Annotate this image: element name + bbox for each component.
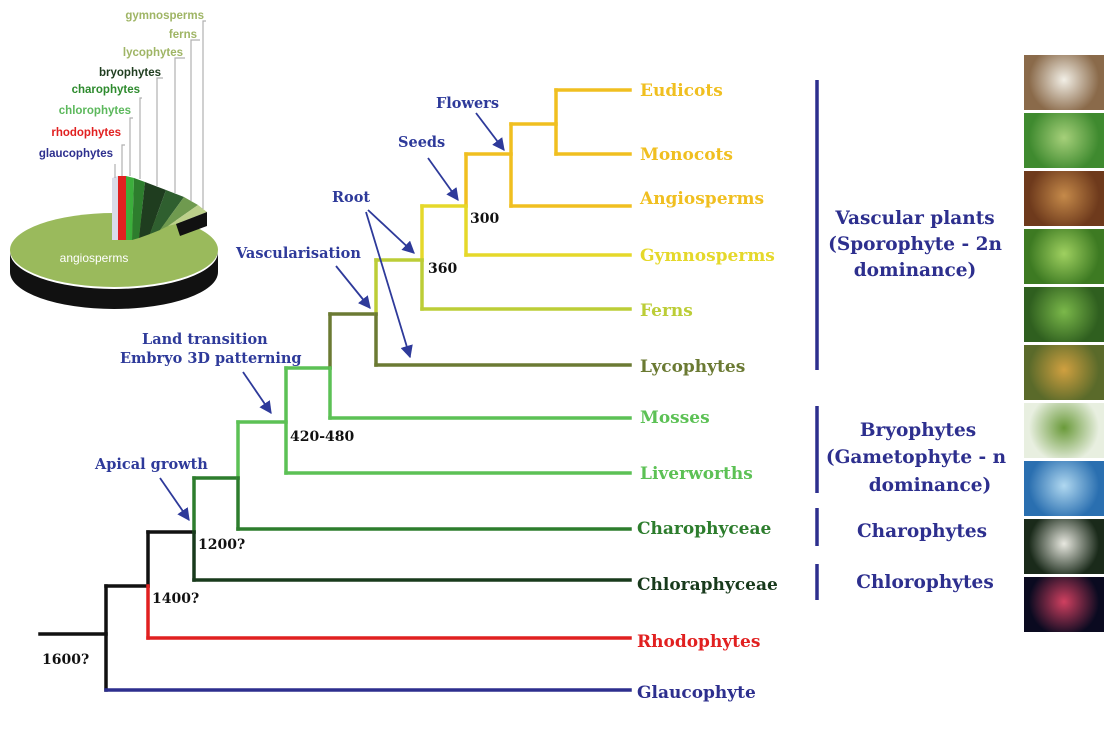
annotation-vascularisation: Vascularisation	[235, 245, 361, 262]
pie-slice-glaucophytes	[112, 176, 118, 240]
age-1200: 1200?	[198, 537, 245, 553]
rhodophyte-cell-photo	[1024, 519, 1104, 574]
pie-label-ferns: ferns	[169, 29, 197, 41]
pie-label-lycophytes: lycophytes	[123, 47, 183, 59]
lycophyte-moss-photo	[1024, 287, 1104, 342]
taxon-chloraphyceae: Chloraphyceae	[637, 575, 778, 595]
taxon-eudicots: Eudicots	[640, 81, 723, 101]
taxon-ferns: Ferns	[640, 301, 693, 321]
annotation-arrows	[160, 113, 504, 520]
group-vascular-line3: dominance)	[854, 260, 977, 281]
group-charophytes: Charophytes	[857, 521, 987, 542]
group-vascular-line2: (Sporophyte - 2n	[828, 234, 1002, 255]
pie-chart: angiosperms gymnosperms ferns lycophyt	[10, 10, 218, 309]
pie-label-charophytes: charophytes	[72, 84, 140, 96]
chlorophyte-cells-photo	[1024, 461, 1104, 516]
pie-label-glaucophytes: glaucophytes	[39, 148, 113, 160]
group-bryophytes-line2: (Gametophyte - n	[826, 447, 1007, 468]
pie-labels: gymnosperms ferns lycophytes bryophytes …	[39, 10, 204, 160]
age-360: 360	[428, 261, 457, 277]
age-420-480: 420-480	[290, 429, 355, 445]
annotation-embryo-patterning: Embryo 3D patterning	[120, 350, 302, 367]
annotation-land-transition: Land transition	[142, 331, 268, 348]
group-bryophytes-line1: Bryophytes	[860, 420, 976, 441]
taxon-lycophytes: Lycophytes	[640, 357, 745, 377]
taxon-glaucophyte: Glaucophyte	[637, 683, 756, 703]
group-chlorophytes: Chlorophytes	[856, 572, 994, 593]
taxon-angiosperms: Angiosperms	[639, 189, 764, 209]
arrow-seeds	[428, 158, 458, 200]
arrow-flowers	[476, 113, 504, 150]
taxon-liverworths: Liverworths	[640, 464, 753, 484]
age-1400: 1400?	[152, 591, 199, 607]
eudicot-flower-photo	[1024, 55, 1104, 110]
pie-label-gymnosperms: gymnosperms	[125, 10, 204, 22]
taxon-mosses: Mosses	[640, 408, 710, 428]
charophyte-photo	[1024, 403, 1104, 458]
pie-slice-rhodophytes	[118, 176, 126, 240]
group-bryophytes-line3: dominance)	[869, 475, 992, 496]
arrow-apical	[160, 478, 189, 520]
moss-sporophyte-photo	[1024, 345, 1104, 400]
annotation-apical-growth: Apical growth	[94, 456, 208, 473]
taxon-gymnosperms: Gymnosperms	[640, 246, 775, 266]
arrow-land	[243, 372, 271, 413]
taxon-labels: Eudicots Monocots Angiosperms Gymnosperm…	[637, 81, 778, 703]
arrow-root-b	[366, 212, 410, 357]
age-300: 300	[470, 211, 499, 227]
pie-label-rhodophytes: rhodophytes	[51, 127, 121, 139]
pine-cone-photo	[1024, 171, 1104, 226]
taxon-charophyceae: Charophyceae	[637, 519, 772, 539]
photo-strip	[1024, 55, 1104, 635]
pie-main-label: angiosperms	[60, 251, 129, 265]
pie-label-bryophytes: bryophytes	[99, 67, 161, 79]
fern-frond-photo	[1024, 229, 1104, 284]
annotation-root: Root	[332, 189, 370, 206]
arrow-vascularisation	[336, 266, 370, 308]
taxon-monocots: Monocots	[640, 145, 733, 165]
group-labels: Vascular plants (Sporophyte - 2n dominan…	[826, 208, 1007, 593]
group-vascular-line1: Vascular plants	[834, 208, 994, 229]
annotation-seeds: Seeds	[398, 134, 445, 151]
monocot-grass-photo	[1024, 113, 1104, 168]
glaucophyte-cell-photo	[1024, 577, 1104, 632]
arrow-root-a	[368, 210, 414, 253]
age-root: 1600?	[42, 652, 89, 668]
annotation-flowers: Flowers	[436, 95, 499, 112]
pie-label-chlorophytes: chlorophytes	[59, 105, 131, 117]
taxon-rhodophytes: Rhodophytes	[637, 632, 760, 652]
